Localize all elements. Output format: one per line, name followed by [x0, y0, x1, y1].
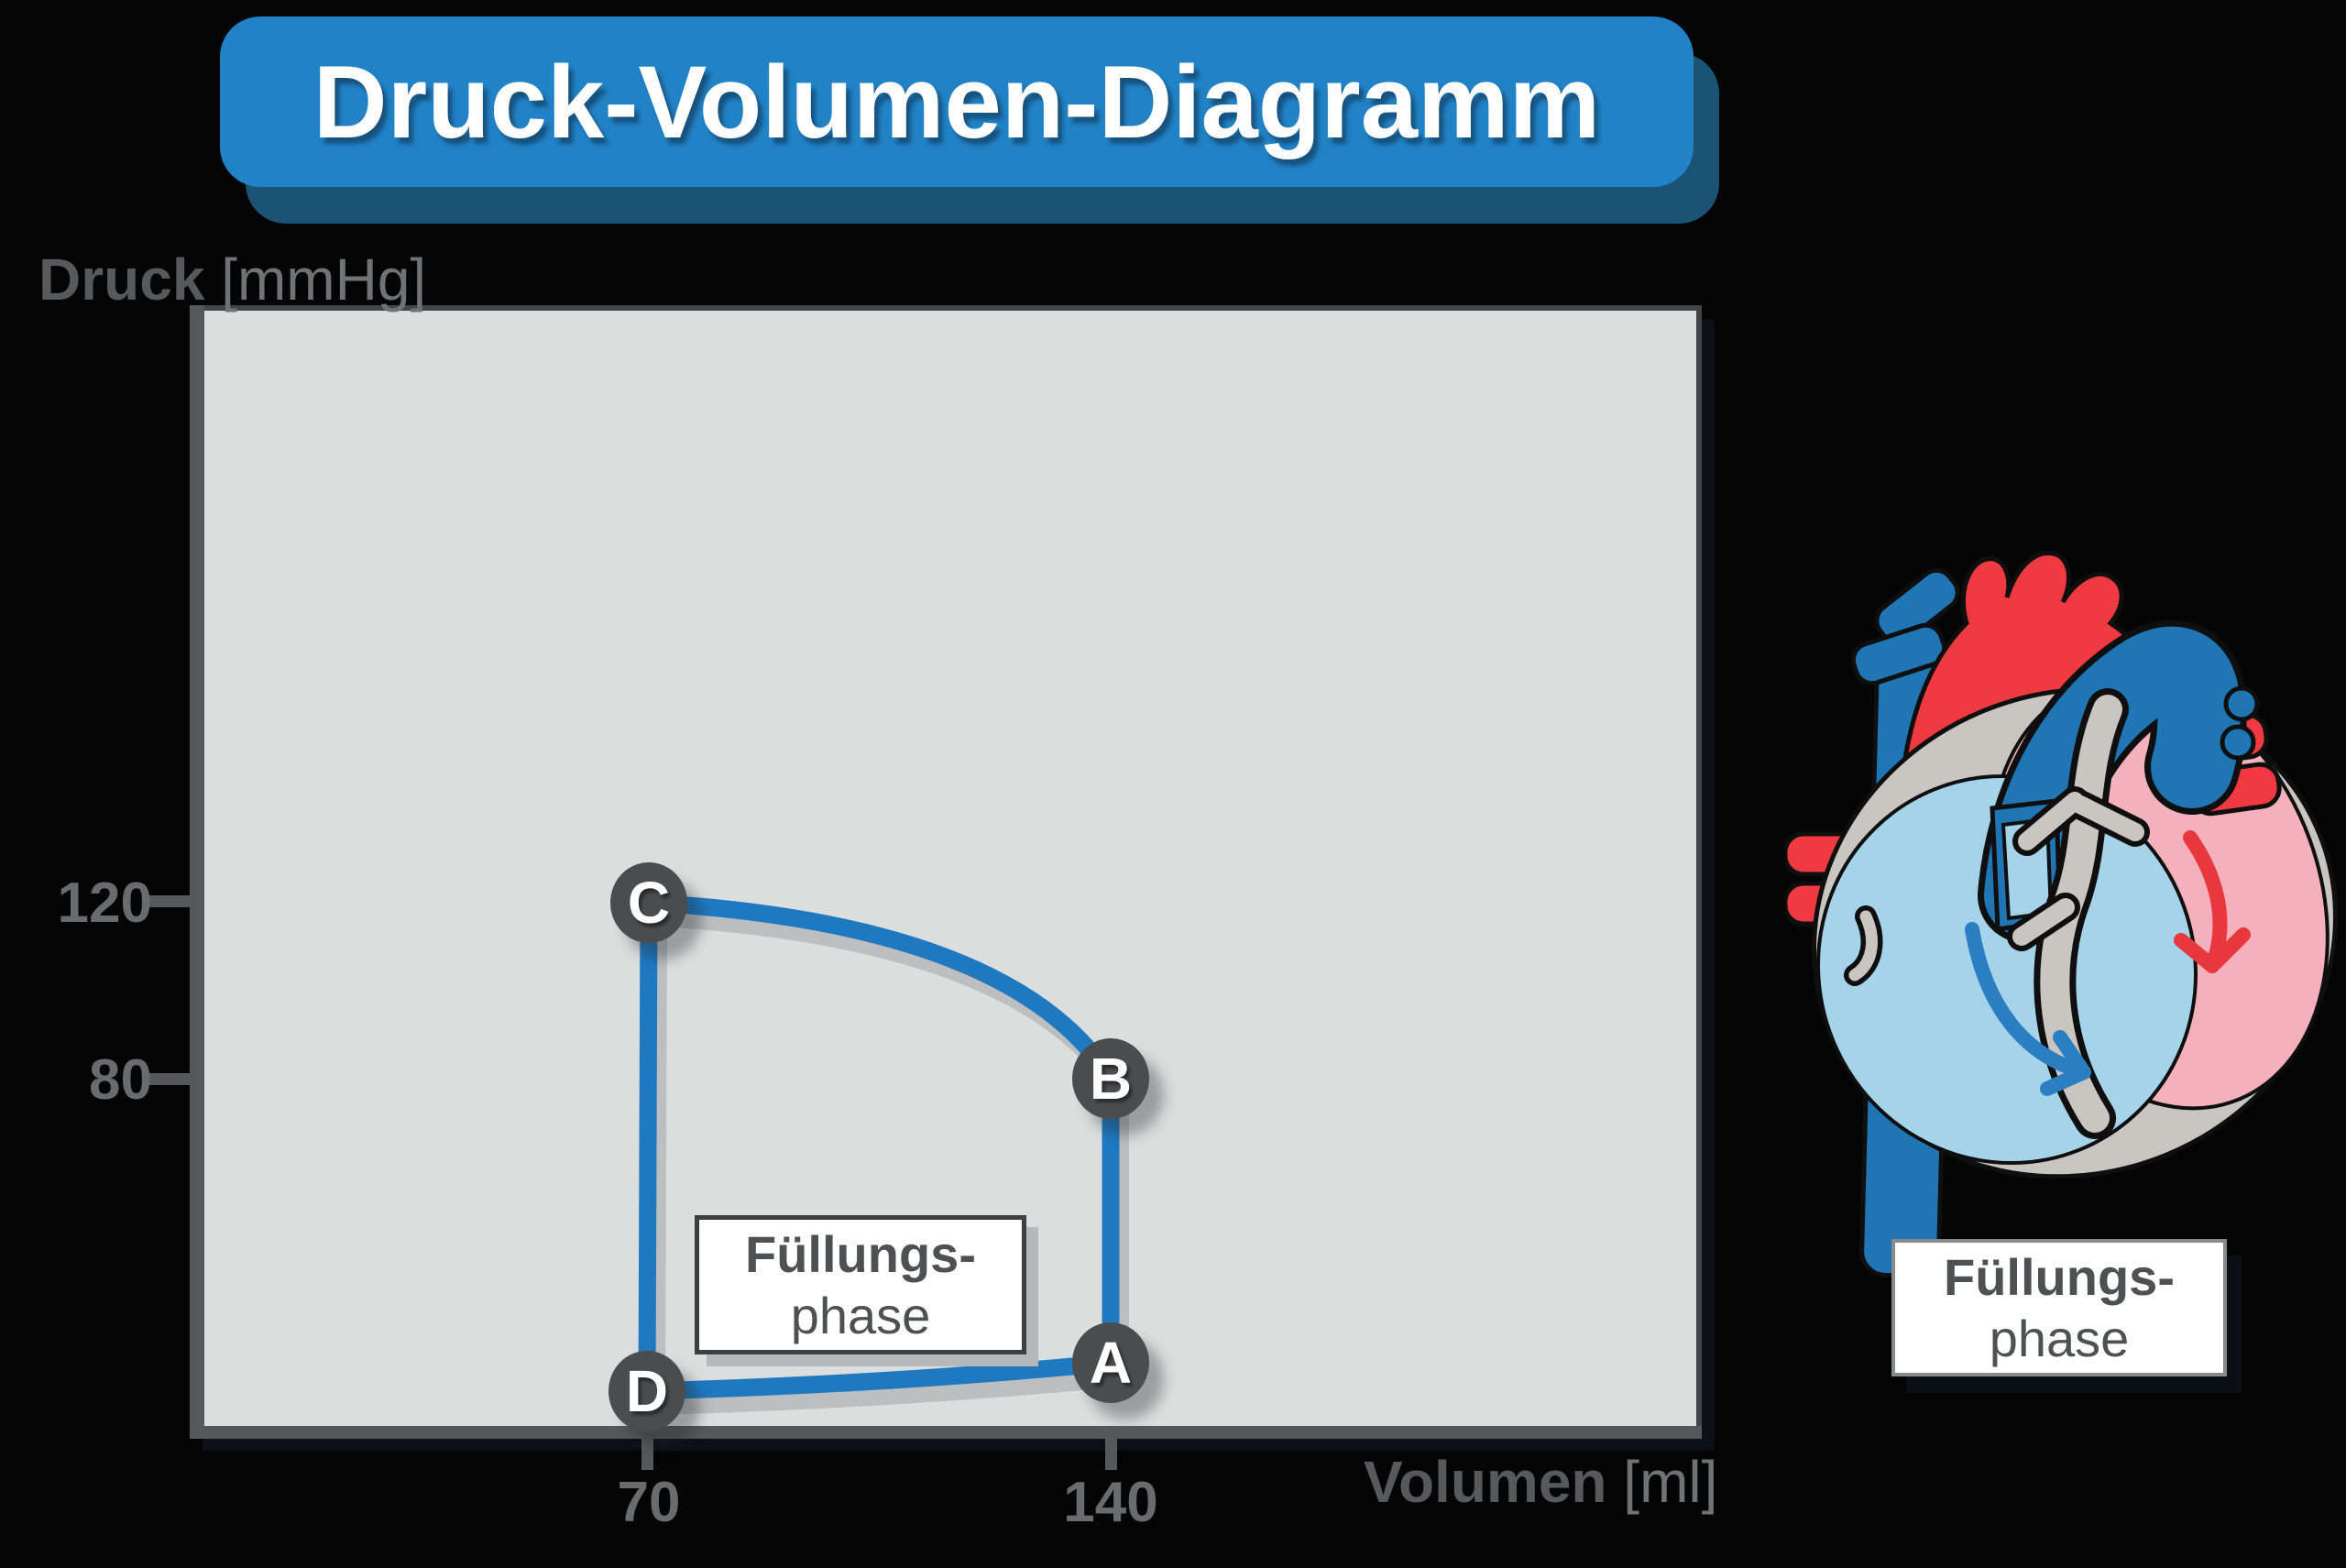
heart-caption-line2: phase — [1989, 1310, 2130, 1367]
y-tick-label-80: 80 — [89, 1048, 152, 1112]
red-arrow-shaft — [2183, 830, 2228, 973]
red-flow-arrow — [2174, 830, 2251, 973]
blue-arrow-shaft — [1965, 922, 2091, 1080]
y-tick-120 — [149, 895, 190, 907]
loop-point-A: A — [1072, 1322, 1149, 1403]
filling-phase-label-chart: Füllungs- phase — [695, 1215, 1026, 1354]
title-banner: Druck-Volumen-Diagramm — [220, 16, 1694, 187]
y-axis-title-name: Druck — [38, 247, 205, 313]
x-axis-title: Volumen [ml] — [1364, 1448, 1717, 1516]
x-axis-line — [190, 1426, 1702, 1439]
plot-border-right — [1696, 305, 1702, 1439]
x-tick-label-70: 70 — [617, 1471, 681, 1534]
filling-phase-line2: phase — [790, 1287, 931, 1344]
blue-flow-arrow — [1965, 922, 2091, 1096]
blue-arrow-head — [2040, 1030, 2091, 1096]
red-arrow-head — [2174, 927, 2251, 973]
valve-flap-3 — [2012, 898, 2075, 946]
plot-shadow-right — [1702, 319, 1715, 1439]
loop-point-B: B — [1072, 1038, 1149, 1119]
valve-flaps — [2007, 786, 2150, 951]
pulmonary-trunk-fork-nub-2 — [2220, 724, 2256, 761]
pulmonary-branch-stub-2 — [1850, 622, 1947, 686]
pulmonary-branch-stub-1 — [1874, 567, 1960, 646]
pulmonary-trunk-fork-nub-1 — [2223, 685, 2260, 722]
x-tick-140 — [1105, 1439, 1117, 1470]
heart-caption-line1: Füllungs- — [1944, 1247, 2175, 1306]
heart-illustration — [1785, 551, 2338, 1278]
y-tick-80 — [149, 1073, 190, 1085]
papillary-hook — [1848, 910, 1878, 981]
x-tick-70 — [641, 1439, 653, 1470]
x-tick-label-140: 140 — [1063, 1471, 1158, 1534]
plot-border-top — [190, 305, 1702, 311]
filling-phase-line1: Füllungs- — [745, 1224, 976, 1283]
y-axis-title: Druck [mmHg] — [38, 246, 426, 313]
page-title: Druck-Volumen-Diagramm — [312, 44, 1601, 159]
y-axis-title-unit: [mmHg] — [221, 247, 427, 313]
y-axis-line — [190, 305, 204, 1439]
x-axis-title-unit: [ml] — [1623, 1449, 1718, 1515]
x-axis-title-name: Volumen — [1364, 1449, 1607, 1515]
valve-flap-2 — [2071, 795, 2144, 841]
loop-point-C: C — [610, 862, 687, 943]
plot-shadow-bottom — [203, 1439, 1715, 1451]
y-tick-label-120: 120 — [57, 872, 152, 935]
filling-phase-label-heart: Füllungs- phase — [1891, 1239, 2227, 1376]
right-heart-chamber — [1816, 773, 2198, 1166]
valve-flap-1 — [2018, 792, 2084, 850]
loop-point-D: D — [608, 1351, 685, 1431]
